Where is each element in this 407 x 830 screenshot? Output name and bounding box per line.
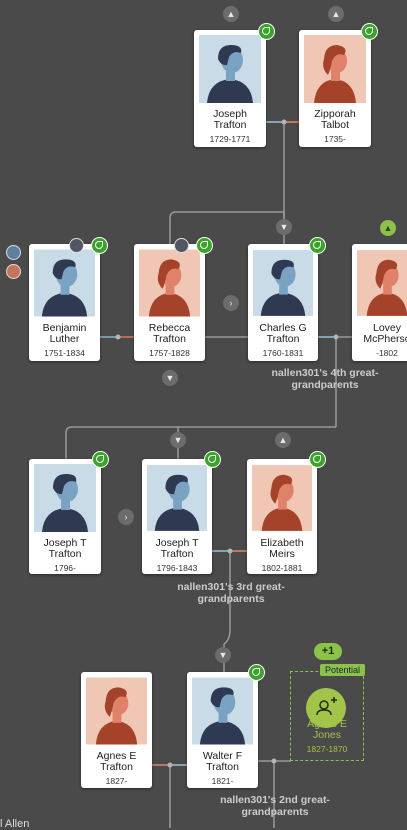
generation-label: nallen301's 4th great- grandparents [271, 367, 379, 391]
male-avatar [253, 249, 313, 317]
person-name: Walter F Trafton [202, 750, 243, 773]
person-dates: 1729-1771 [209, 134, 251, 144]
potential-tag: Potential [320, 664, 366, 676]
leaf-hint-icon[interactable] [258, 23, 275, 40]
person-card[interactable]: Benjamin Luther 1751-1834 [29, 244, 100, 361]
person-card[interactable]: Lovey McPherso -1802 [352, 244, 407, 361]
expand-up-icon[interactable]: ▲ [328, 6, 344, 22]
person-name: Lovey McPherso [363, 322, 407, 345]
leaf-hint-icon[interactable] [248, 664, 265, 681]
person-card[interactable]: Zipporah Talbot 1735- [299, 30, 371, 147]
expand-up-icon[interactable]: ▲ [275, 432, 291, 448]
expand-up-icon[interactable]: ▲ [380, 220, 396, 236]
person-dates: -1802 [376, 348, 398, 358]
person-name: Zipporah Talbot [314, 108, 356, 131]
expand-up-icon[interactable]: ▲ [223, 6, 239, 22]
leaf-hint-icon[interactable] [309, 451, 326, 468]
male-avatar [147, 464, 207, 532]
leaf-hint-icon[interactable] [204, 451, 221, 468]
person-name: Joseph T Trafton [155, 537, 199, 560]
person-dates: 1827- [105, 776, 128, 786]
expand-down-icon[interactable]: ▼ [162, 370, 178, 386]
person-card[interactable]: Joseph T Trafton 1796- [29, 459, 101, 574]
sibling-male-icon[interactable] [6, 245, 21, 260]
person-dates: 1802-1881 [261, 563, 303, 573]
person-card[interactable]: Rebecca Trafton 1757-1828 [134, 244, 205, 361]
female-avatar [304, 35, 366, 103]
person-name: Charles G Trafton [259, 322, 307, 345]
male-avatar [192, 677, 253, 745]
chevron-right-icon[interactable]: › [118, 509, 134, 525]
person-dates: 1757-1828 [149, 348, 190, 358]
generation-label: nallen301's 3rd great- grandparents [177, 581, 285, 605]
generation-label: nallen301's 2nd great- grandparents [220, 794, 330, 818]
person-card[interactable]: Walter F Trafton 1821- [187, 672, 258, 788]
person-name: Rebecca Trafton [148, 322, 191, 345]
male-avatar [199, 35, 261, 103]
expand-down-icon[interactable]: ▼ [276, 219, 292, 235]
person-card[interactable]: Joseph Trafton 1729-1771 [194, 30, 266, 147]
person-dates: 1796-1843 [156, 563, 198, 573]
potential-name: Agnes E Jones [307, 718, 347, 741]
add-person-icon[interactable] [306, 688, 346, 728]
sibling-female-icon[interactable] [6, 264, 21, 279]
person-name: Benjamin Luther [42, 322, 87, 345]
expand-down-icon[interactable]: ▼ [170, 432, 186, 448]
female-avatar [86, 677, 147, 745]
person-name: Joseph T Trafton [43, 537, 87, 560]
person-dates: 1760-1831 [262, 348, 304, 358]
female-avatar [139, 249, 200, 317]
male-avatar [34, 464, 96, 532]
potential-dates: 1827-1870 [306, 744, 348, 754]
person-name: Joseph Trafton [213, 108, 247, 131]
person-card[interactable]: Joseph T Trafton 1796-1843 [142, 459, 212, 574]
leaf-hint-icon[interactable] [309, 237, 326, 254]
person-card[interactable]: Agnes E Trafton 1827- [81, 672, 152, 788]
person-card[interactable]: Elizabeth Meirs 1802-1881 [247, 459, 317, 574]
leaf-hint-icon[interactable] [196, 237, 213, 254]
leaf-hint-icon[interactable] [361, 23, 378, 40]
expand-down-icon[interactable]: ▼ [215, 647, 231, 663]
leaf-hint-icon[interactable] [91, 237, 108, 254]
person-name: Elizabeth Meirs [260, 537, 304, 560]
male-avatar [34, 249, 95, 317]
female-avatar [252, 464, 312, 532]
siblings-icon[interactable] [69, 238, 84, 253]
person-name: Agnes E Trafton [96, 750, 137, 773]
person-dates: 1796- [54, 563, 76, 573]
female-avatar [357, 249, 407, 317]
person-card[interactable]: Charles G Trafton 1760-1831 [248, 244, 318, 361]
chevron-right-icon[interactable]: › [223, 295, 239, 311]
leaf-hint-icon[interactable] [92, 451, 109, 468]
person-dates: 1821- [211, 776, 234, 786]
siblings-icon[interactable] [174, 238, 189, 253]
potential-count-badge[interactable]: +1 [314, 643, 342, 660]
partial-name-text: l Allen [0, 818, 30, 830]
person-dates: 1751-1834 [44, 348, 85, 358]
person-dates: 1735- [324, 134, 346, 144]
